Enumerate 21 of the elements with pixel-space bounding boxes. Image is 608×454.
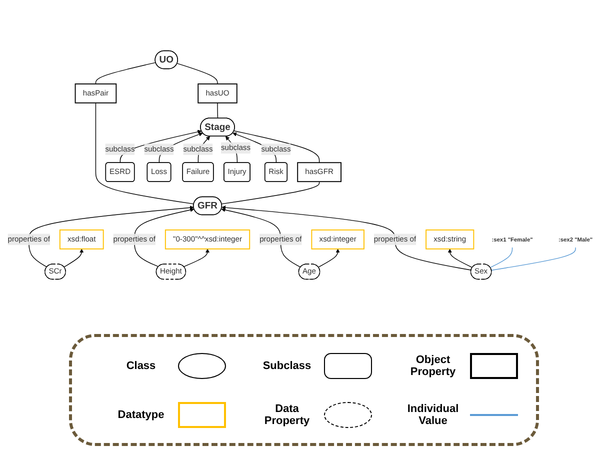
legend-label: Data Property bbox=[263, 402, 311, 426]
arrow bbox=[134, 208, 194, 268]
legend-label: Class bbox=[125, 360, 157, 372]
arrow bbox=[448, 248, 473, 268]
connector bbox=[221, 181, 320, 204]
arrow bbox=[318, 248, 340, 268]
legend-label: Object Property bbox=[409, 354, 457, 378]
legend-label: Datatype bbox=[116, 408, 166, 420]
connector bbox=[217, 102, 218, 119]
connector bbox=[176, 63, 218, 84]
arrow bbox=[222, 206, 472, 270]
connector bbox=[95, 102, 194, 204]
connector bbox=[491, 247, 576, 271]
connector bbox=[95, 62, 156, 84]
arrow bbox=[28, 206, 194, 268]
legend-label: Subclass bbox=[262, 360, 312, 372]
arrow bbox=[64, 248, 84, 268]
arrow bbox=[221, 208, 301, 268]
connector bbox=[490, 247, 513, 268]
legend-label: Individual Value bbox=[406, 402, 460, 426]
arrow bbox=[183, 248, 210, 268]
